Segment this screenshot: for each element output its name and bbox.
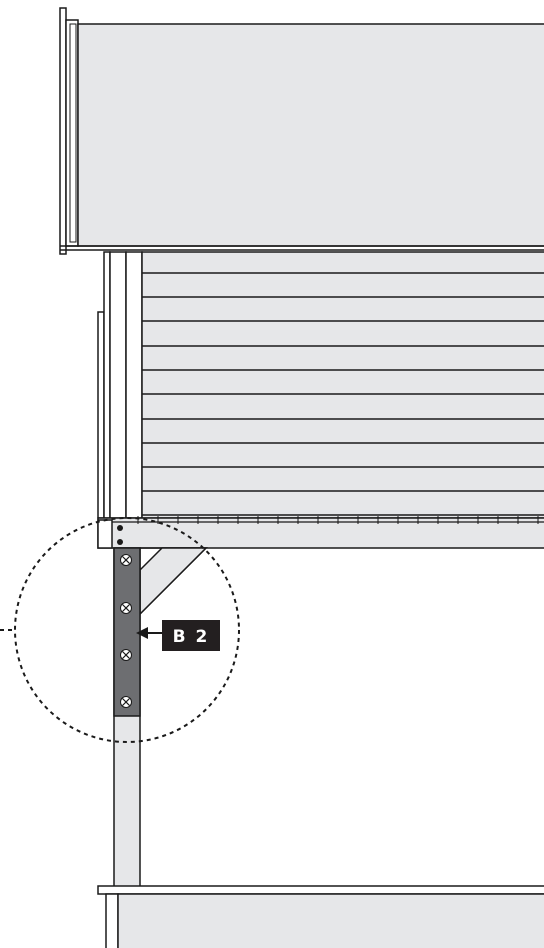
diagonal-brace xyxy=(139,547,208,616)
screw-icon xyxy=(117,539,123,545)
callout-label: B 2 xyxy=(173,627,210,647)
bottom-cabinet-top-edge xyxy=(97,885,544,895)
wall-corner-post xyxy=(109,251,127,519)
wall-outer-trim xyxy=(97,311,105,519)
slatted-wall xyxy=(97,251,544,519)
top-cabinet-frame-edge xyxy=(59,7,67,255)
wall-corner-post-outer xyxy=(103,251,111,519)
top-cabinet xyxy=(59,7,544,255)
screw-icon xyxy=(117,525,123,531)
wall-slat-lines xyxy=(142,272,544,516)
floor-beam-ticks xyxy=(137,516,539,524)
bracket-screws xyxy=(120,554,132,708)
support-post xyxy=(113,547,141,893)
diagonal-brace-strut xyxy=(139,547,208,616)
floor-beam-body xyxy=(97,517,544,549)
wall-corner-post-inner xyxy=(125,251,143,519)
floor-beam-end-cap xyxy=(97,519,113,549)
arrow-head-icon xyxy=(136,627,148,639)
screw-icon xyxy=(120,602,132,614)
callout-b2: B 2 xyxy=(136,620,220,651)
screw-icon xyxy=(120,696,132,708)
floor-beam xyxy=(97,516,544,549)
callout-label-box xyxy=(162,620,220,651)
bottom-cabinet-panel xyxy=(117,893,544,948)
screw-icon xyxy=(120,649,132,661)
top-cabinet-panel xyxy=(77,23,544,247)
bottom-cabinet xyxy=(97,885,544,948)
detail-circle xyxy=(14,517,240,743)
top-cabinet-front-board-inner xyxy=(69,23,77,243)
bottom-cabinet-front-board xyxy=(105,893,119,948)
wall-slat-panel xyxy=(141,251,544,519)
screw-icon xyxy=(120,554,132,566)
bracket-b2 xyxy=(113,547,141,717)
